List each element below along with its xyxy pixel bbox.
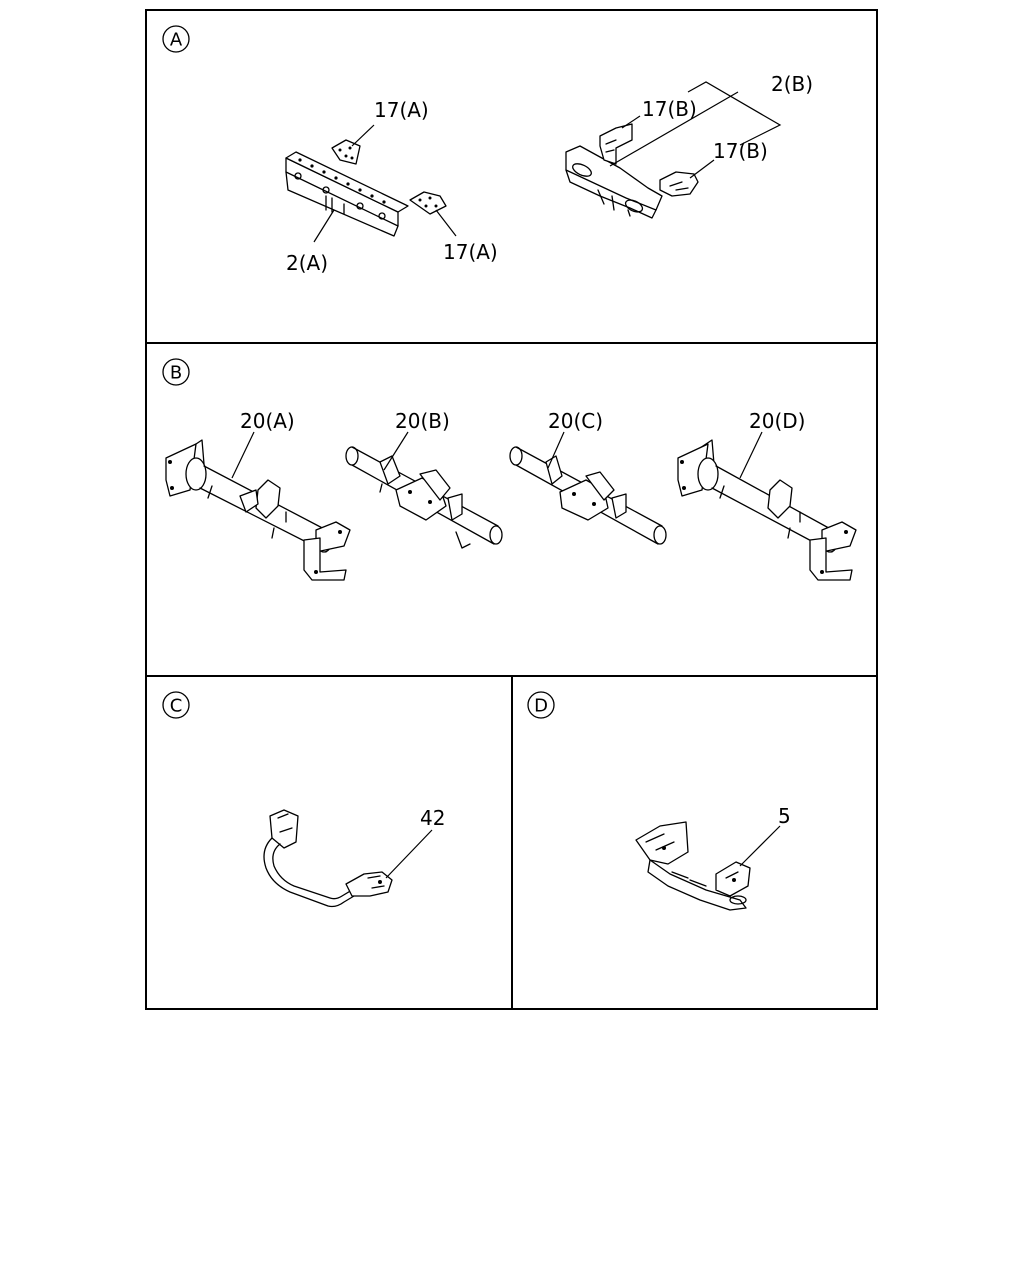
- callout-5: 5: [778, 804, 791, 828]
- section-marker-b: B: [162, 358, 190, 386]
- section-marker-d: D: [527, 691, 555, 719]
- part-20c-crossmember: [509, 446, 667, 545]
- svg-text:B: B: [170, 363, 182, 384]
- callout-17a-bottom: 17(A): [443, 240, 498, 264]
- part-20d-crossmember: [677, 439, 857, 581]
- part-20a-crossmember: [165, 439, 351, 581]
- part-42-bar: [263, 809, 393, 908]
- part-17a-plate-bottom: [409, 191, 447, 215]
- svg-text:A: A: [170, 30, 183, 51]
- svg-text:C: C: [170, 696, 183, 717]
- part-2a-channel: [285, 151, 409, 237]
- diagram-frame: [145, 9, 878, 1010]
- part-17a-plate-top: [331, 139, 361, 165]
- section-marker-c: C: [162, 691, 190, 719]
- callout-20c: 20(C): [548, 409, 603, 433]
- part-17b-bracket-left: [599, 123, 633, 165]
- callout-2a: 2(A): [286, 251, 328, 275]
- part-2b-crossmember: [565, 145, 663, 219]
- part-5-bracket: [635, 821, 751, 911]
- section-marker-a: A: [162, 25, 190, 53]
- svg-text:D: D: [534, 696, 548, 717]
- callout-2b: 2(B): [771, 72, 813, 96]
- callout-17b-left: 17(B): [642, 97, 697, 121]
- callout-17a-top: 17(A): [374, 98, 429, 122]
- callout-20a: 20(A): [240, 409, 295, 433]
- callout-42: 42: [420, 806, 445, 830]
- callout-17b-right: 17(B): [713, 139, 768, 163]
- part-20b-crossmember: [345, 446, 503, 549]
- callout-20b: 20(B): [395, 409, 450, 433]
- callout-20d: 20(D): [749, 409, 805, 433]
- part-17b-bracket-right: [659, 171, 699, 197]
